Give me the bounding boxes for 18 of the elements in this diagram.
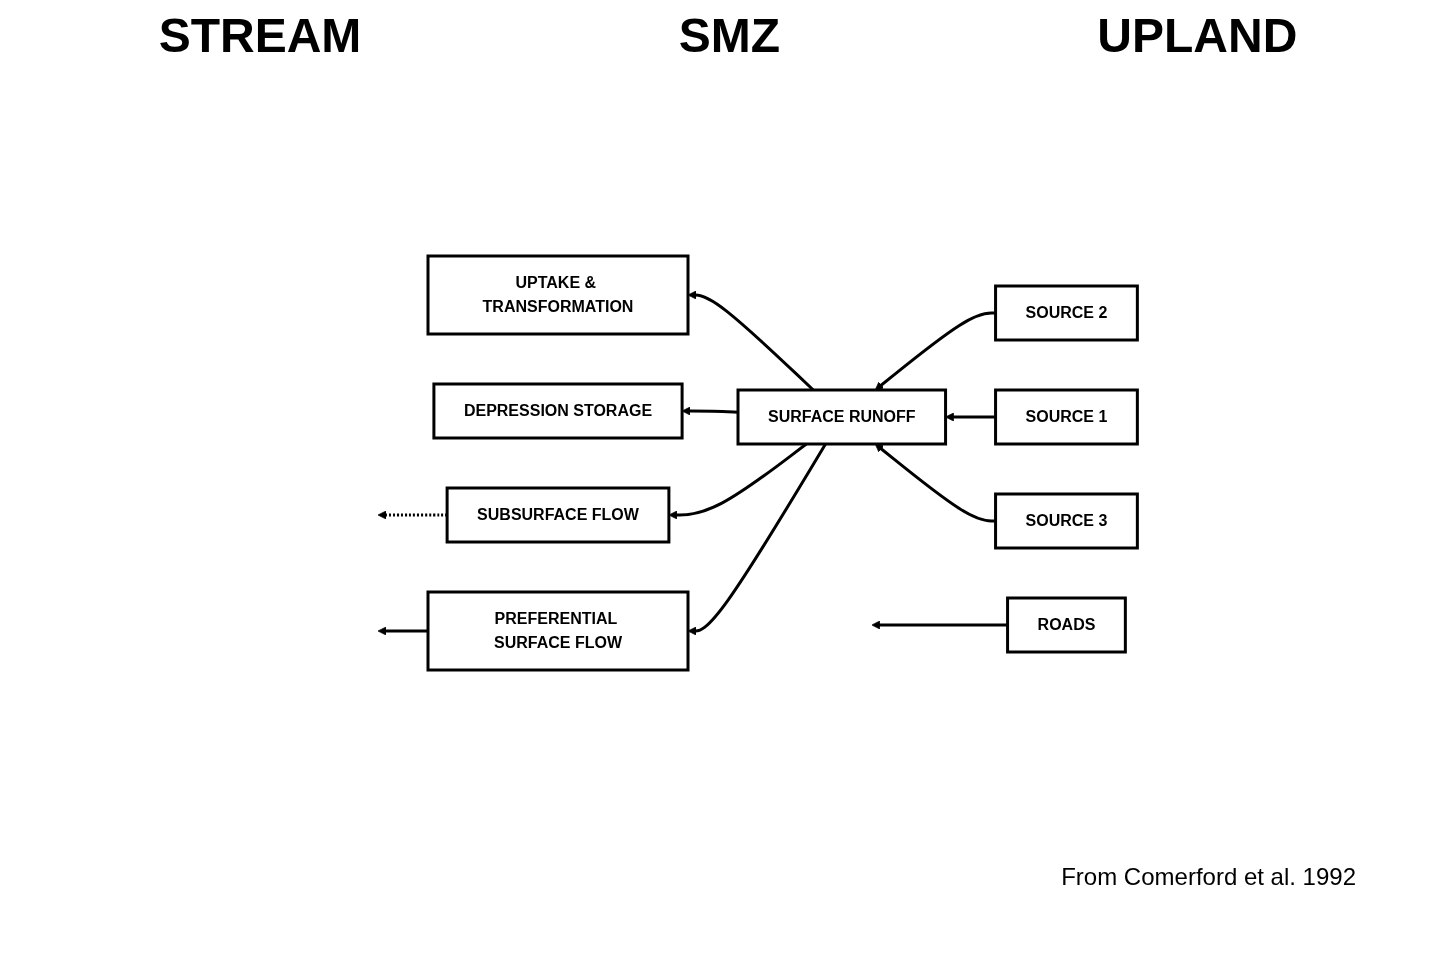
node-box: PREFERENTIAL SURFACE FLOW — [426, 590, 690, 672]
arrow — [682, 406, 739, 416]
node-box: UPTAKE & TRANSFORMATION — [426, 254, 690, 336]
arrow — [875, 311, 996, 391]
arrow — [871, 620, 1008, 630]
node-box: ROADS — [1006, 596, 1128, 654]
zone-heading: STREAM — [158, 8, 362, 63]
node-box: DEPRESSION STORAGE — [432, 382, 684, 440]
node-box: SOURCE 3 — [994, 492, 1140, 550]
node-box: SURFACE RUNOFF — [736, 388, 948, 446]
source-caption: From Comerford et al. 1992 — [1060, 863, 1357, 891]
node-box: SOURCE 1 — [994, 388, 1140, 446]
zone-heading: UPLAND — [1097, 8, 1298, 63]
arrow — [377, 626, 429, 636]
arrow — [945, 412, 996, 422]
node-box: SUBSURFACE FLOW — [445, 486, 671, 544]
node-box: SOURCE 2 — [994, 284, 1140, 342]
zone-heading: SMZ — [678, 8, 780, 63]
